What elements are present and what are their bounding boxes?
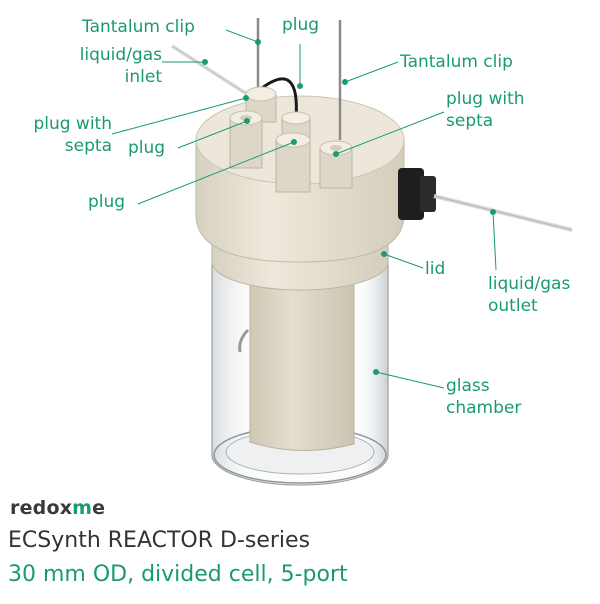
leader-plug-septa-left — [111, 97, 247, 135]
label-plug-with-septa-right-line2: septa — [446, 111, 494, 131]
leader-lid — [383, 253, 424, 269]
label-glass-chamber-line2: chamber — [446, 398, 522, 418]
label-plug-with-septa-left-line2: septa — [64, 136, 112, 156]
leader-tantalum-right — [344, 61, 399, 83]
product-subtitle: 30 mm OD, divided cell, 5-port — [8, 562, 348, 587]
leader-lines — [111, 29, 497, 389]
label-tantalum-clip-left: Tantalum clip — [82, 17, 195, 37]
leader-plug-low — [137, 141, 295, 205]
brand-name-left: redox — [10, 497, 73, 519]
brand-logo: redoxme — [10, 497, 105, 519]
leader-plug-septa-right — [335, 111, 445, 155]
label-plug-with-septa-right-line1: plug with — [446, 89, 525, 109]
leader-glass-chamber — [375, 371, 445, 389]
label-liquid-gas-inlet-line2: inlet — [124, 67, 162, 87]
label-plug-low: plug — [88, 192, 126, 212]
leader-outlet — [492, 211, 497, 271]
label-lid: lid — [425, 259, 446, 279]
product-title: ECSynth REACTOR D-series — [8, 528, 311, 553]
label-plug-mid: plug — [128, 138, 166, 158]
leader-tantalum-left — [225, 29, 259, 43]
brand-name-right: e — [92, 497, 106, 519]
label-liquid-gas-inlet-line1: liquid/gas — [79, 45, 162, 65]
label-liquid-gas-outlet-line2: outlet — [488, 296, 538, 316]
leader-plug-mid — [177, 120, 248, 149]
label-tantalum-clip-right: Tantalum clip — [400, 52, 513, 72]
label-liquid-gas-outlet-line1: liquid/gas — [488, 274, 571, 294]
label-plug-with-septa-left-line1: plug with — [33, 114, 112, 134]
label-glass-chamber-line1: glass — [446, 376, 490, 396]
plug-with-septa-right — [319, 140, 353, 189]
inner-cell — [249, 261, 355, 452]
tantalum-clips — [256, 18, 342, 140]
outlet-fitting — [398, 168, 573, 232]
label-plug-top: plug — [282, 15, 320, 35]
inlet-tube — [170, 44, 252, 98]
brand-name-dot: m — [72, 497, 93, 519]
plug-with-septa-left — [229, 110, 263, 169]
